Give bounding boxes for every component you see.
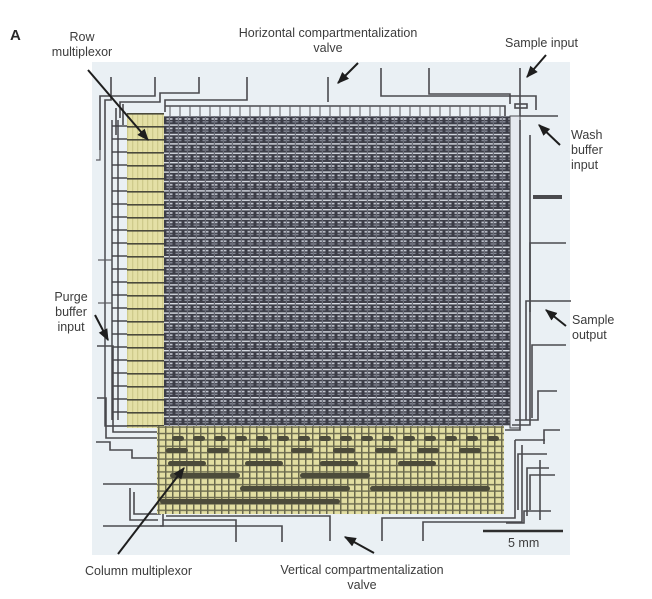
- sample-output-label: Sample output: [572, 313, 614, 343]
- left-stub-lines: [96, 150, 112, 304]
- array-top-ticks: [169, 106, 501, 116]
- left-control-lines: [96, 345, 164, 527]
- horizontal-valve-arrow: [337, 62, 359, 84]
- purge-buffer-input-label: Purge buffer input: [46, 290, 96, 335]
- sample-output-arrow: [545, 309, 567, 327]
- purge-buffer-arrow: [94, 314, 109, 342]
- label-line: valve: [313, 41, 343, 55]
- sample-input-arrow: [526, 54, 547, 78]
- row-multiplexor-label: Row multiplexor: [32, 30, 132, 60]
- horizontal-valve-label: Horizontal compartmentalization valve: [228, 26, 428, 56]
- label-line: valve: [347, 578, 377, 592]
- row-multiplexor-arrow: [87, 69, 149, 141]
- column-multiplexor-valves: [160, 436, 499, 504]
- label-line: Vertical compartmentalization: [280, 563, 444, 577]
- label-line: Purge: [54, 290, 88, 304]
- wash-buffer-input-label: Wash buffer input: [571, 128, 603, 173]
- panel-letter: A: [10, 27, 21, 44]
- right-control-lines: [505, 120, 571, 524]
- label-line: Horizontal compartmentalization: [238, 26, 418, 40]
- label-line: buffer: [55, 305, 87, 319]
- label-line: Wash: [571, 128, 603, 142]
- label-line: output: [572, 328, 607, 342]
- label-line: multiplexor: [51, 45, 113, 59]
- column-multiplexor-label: Column multiplexor: [85, 564, 192, 578]
- wash-buffer-arrow: [538, 124, 561, 146]
- column-multiplexor-arrow: [117, 467, 185, 555]
- vertical-valve-arrow: [343, 536, 375, 554]
- annotation-arrows: [87, 54, 567, 555]
- row-multiplexor-region: [127, 113, 164, 428]
- row-multiplexor-ladder: [104, 120, 127, 427]
- label-line: buffer: [571, 143, 603, 157]
- label-line: input: [571, 158, 599, 172]
- scale-bar-label: 5 mm: [508, 536, 540, 550]
- label-line: input: [57, 320, 85, 334]
- row-ladder-rungs: [112, 125, 127, 413]
- reaction-chamber-array: [163, 116, 513, 426]
- label-line: Row: [69, 30, 95, 44]
- sample-input-label: Sample input: [505, 36, 578, 50]
- label-line: Sample: [572, 313, 615, 327]
- vertical-valve-label: Vertical compartmentalization valve: [262, 563, 462, 593]
- bottom-control-lines: [160, 439, 545, 542]
